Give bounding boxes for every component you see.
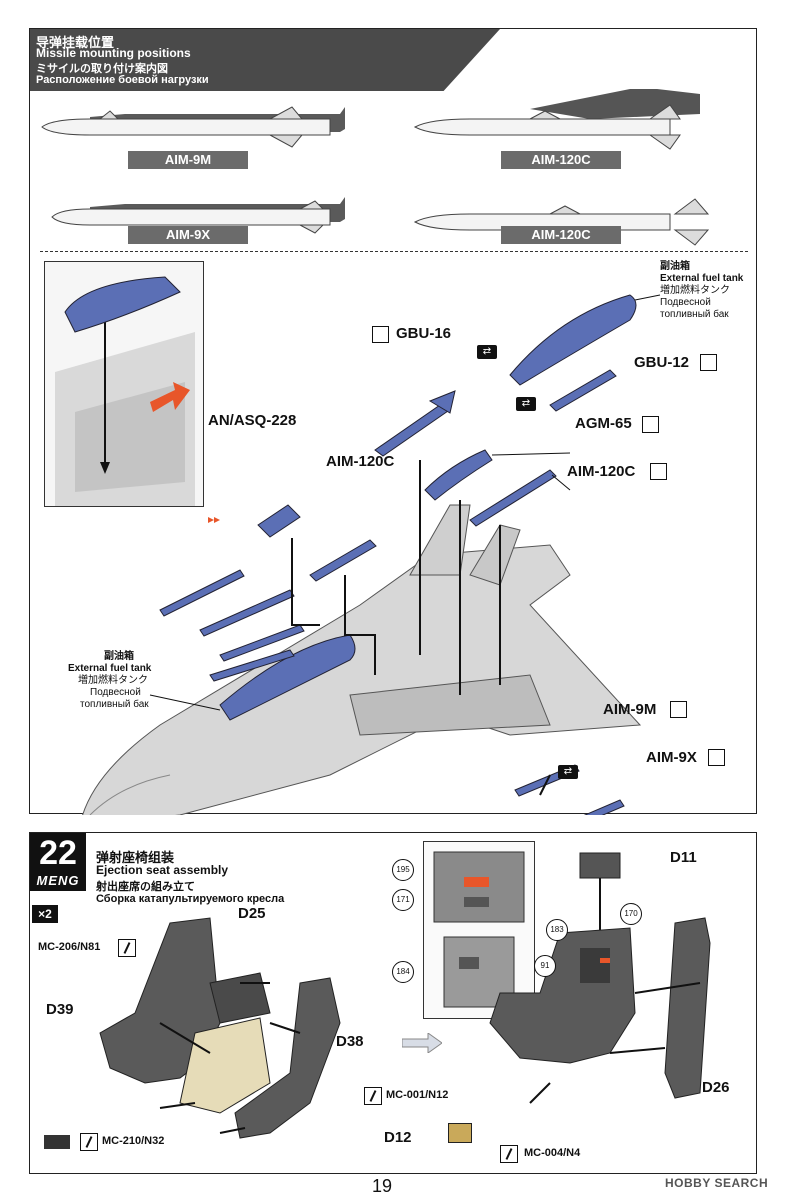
aim9x-drawing <box>51 197 345 234</box>
step-number-badge: 22 MENG <box>30 833 86 891</box>
seat-parts-drawing <box>99 917 341 1139</box>
inset-detail-box <box>44 261 204 507</box>
step-22-panel: 22 MENG 弹射座椅组装 Ejection seat assembly 射出… <box>29 832 757 1174</box>
cross-icon <box>708 749 725 766</box>
next-arrow-icon <box>402 1033 442 1053</box>
swap-icon-bottom: ⇄ <box>558 765 578 779</box>
cross-icon <box>642 416 659 433</box>
part-d39: D39 <box>46 1001 74 1018</box>
cross-icon <box>650 463 667 480</box>
fuel-tank-top-ru2: топливный бак <box>660 309 729 320</box>
fuel-tank-left-ru1: Подвесной <box>90 687 141 698</box>
paint-mc206: MC-206/N81 <box>38 941 101 953</box>
page-number: 19 <box>372 1176 393 1196</box>
paint-mc210: MC-210/N32 <box>102 1135 165 1147</box>
aim9m-drawing <box>41 106 345 148</box>
aircraft-assembly-drawing <box>82 294 661 815</box>
assembled-seat-drawing <box>489 852 711 1104</box>
part-d26: D26 <box>702 1079 730 1096</box>
part-d38: D38 <box>336 1033 364 1050</box>
paint-swatch <box>44 1135 70 1149</box>
step-title-en: Ejection seat assembly <box>96 863 229 877</box>
brand-logo: MENG <box>36 873 80 888</box>
callout-183: 183 <box>546 919 568 941</box>
callout-anasq228: AN/ASQ-228 <box>208 412 297 429</box>
callout-gbu12: GBU-12 <box>634 354 690 371</box>
fuel-tank-top-jp: 増加燃料タンク <box>660 285 730 296</box>
callout-170: 170 <box>620 903 642 925</box>
missile-mounting-panel: 导弹挂载位置 Missile mounting positions ミサイルの取… <box>29 28 757 815</box>
label-aim9x: AIM-9X <box>128 226 248 244</box>
callout-aim120c-center: AIM-120C <box>326 453 395 470</box>
multiplier-badge: ×2 <box>32 905 58 923</box>
paint-brush-icon <box>118 939 136 957</box>
callout-184: 184 <box>392 961 414 983</box>
dashed-divider <box>40 251 748 252</box>
swap-icon-mid: ⇄ <box>516 397 536 411</box>
header-ru: Расположение боевой нагрузки <box>36 74 209 86</box>
callout-195: 195 <box>392 859 414 881</box>
cross-icon <box>372 326 389 343</box>
d12-part-drawing <box>448 1123 472 1143</box>
fuel-tank-left-ru2: топливный бак <box>80 699 149 710</box>
step-title-jp: 射出座席の組み立て <box>96 881 195 893</box>
callout-171: 171 <box>392 889 414 911</box>
fuel-tank-top-cn: 副油箱 <box>660 261 690 272</box>
label-aim9m: AIM-9M <box>128 151 248 169</box>
seat-detail-drawing <box>433 851 525 1008</box>
fuel-tank-top-ru1: Подвесной <box>660 297 711 308</box>
part-d25: D25 <box>238 905 266 922</box>
callout-aim9x: AIM-9X <box>646 749 697 766</box>
header-jp: ミサイルの取り付け案内図 <box>36 63 168 75</box>
step-number: 22 <box>39 834 77 872</box>
fuel-tank-left-en: External fuel tank <box>68 663 152 674</box>
section-header-band <box>30 29 500 91</box>
part-d11: D11 <box>670 849 697 866</box>
fuel-tank-top-en: External fuel tank <box>660 273 744 284</box>
step-title-cn: 弹射座椅组装 <box>96 850 175 865</box>
callout-agm65: AGM-65 <box>575 415 632 432</box>
header-cn: 导弹挂载位置 <box>36 35 115 50</box>
watermark: HOBBY SEARCH <box>665 1176 769 1190</box>
paint-brush-icon <box>500 1145 518 1163</box>
seat-detail-inset <box>423 841 535 1019</box>
inset-drawing <box>55 276 195 506</box>
label-aim120c: AIM-120C <box>501 226 621 244</box>
callout-aim120c-right: AIM-120C <box>567 463 636 480</box>
step-title-ru: Сборка катапультируемого кресла <box>96 893 285 905</box>
fuel-tank-left-jp: 増加燃料タンク <box>78 675 148 686</box>
paint-brush-icon <box>364 1087 382 1105</box>
paint-mc004: MC-004/N4 <box>524 1147 581 1159</box>
part-d12: D12 <box>384 1129 412 1146</box>
swap-icon-top: ⇄ <box>477 345 497 359</box>
aim120c-pylon-drawing <box>413 89 700 150</box>
callout-gbu16: GBU-16 <box>396 325 452 342</box>
label-aim120c-pylon: AIM-120C <box>501 151 621 169</box>
callout-aim9m: AIM-9M <box>603 701 657 718</box>
cross-icon <box>670 701 687 718</box>
header-en: Missile mounting positions <box>36 46 191 60</box>
cross-icon <box>700 354 717 371</box>
fuel-tank-left-cn: 副油箱 <box>104 651 134 662</box>
paint-brush-icon <box>80 1133 98 1151</box>
paint-mc001: MC-001/N12 <box>386 1089 449 1101</box>
missile-reference-drawings <box>41 89 710 246</box>
callout-91: 91 <box>534 955 556 977</box>
